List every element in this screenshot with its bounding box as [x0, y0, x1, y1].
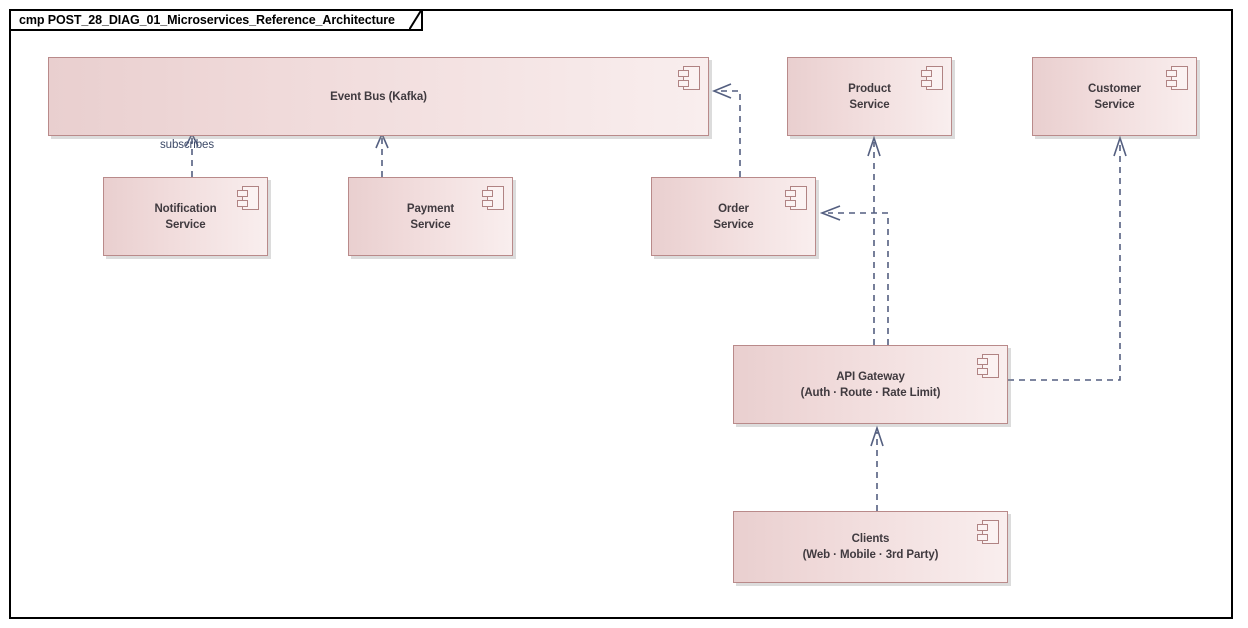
uml-component-icon [785, 186, 807, 210]
diagram-frame [9, 9, 1233, 619]
component-payment-service-label: Payment Service [377, 201, 484, 233]
component-clients-label: Clients (Web · Mobile · 3rd Party) [773, 531, 969, 563]
component-order-service[interactable]: Order Service [651, 177, 816, 256]
component-clients-line2: (Web · Mobile · 3rd Party) [802, 549, 939, 561]
uml-component-icon [1166, 66, 1188, 90]
component-notification-service-label: Notification Service [124, 201, 246, 233]
uml-component-icon [977, 520, 999, 544]
component-clients-line1: Clients [851, 533, 890, 545]
component-product-service[interactable]: Product Service [787, 57, 952, 136]
uml-component-icon [237, 186, 259, 210]
uml-component-icon [482, 186, 504, 210]
component-notification-service[interactable]: Notification Service [103, 177, 268, 256]
component-customer-service[interactable]: Customer Service [1032, 57, 1197, 136]
component-event-bus-line1: Event Bus (Kafka) [330, 90, 427, 103]
uml-component-icon [678, 66, 700, 90]
component-api-gateway-label: API Gateway (Auth · Route · Rate Limit) [771, 369, 971, 401]
uml-component-icon [921, 66, 943, 90]
connector-label-subscribes: subscribes [160, 139, 214, 151]
component-customer-service-label: Customer Service [1058, 81, 1171, 113]
component-order-service-label: Order Service [683, 201, 783, 233]
diagram-frame-title-tab[interactable]: cmp POST_28_DIAG_01_Microservices_Refere… [9, 9, 423, 31]
component-api-gateway-line2: (Auth · Route · Rate Limit) [800, 386, 941, 399]
component-product-service-line2: Service [849, 98, 890, 111]
component-customer-service-line1: Customer [1088, 82, 1141, 95]
component-payment-service-line2: Service [410, 218, 451, 231]
component-api-gateway-line1: API Gateway [836, 370, 905, 383]
component-clients[interactable]: Clients (Web · Mobile · 3rd Party) [733, 511, 1008, 583]
component-customer-service-line2: Service [1094, 98, 1135, 111]
component-notification-service-line1: Notification [154, 202, 217, 215]
component-event-bus-label: Event Bus (Kafka) [300, 89, 457, 105]
component-product-service-label: Product Service [818, 81, 921, 113]
component-notification-service-line2: Service [165, 218, 206, 231]
component-api-gateway[interactable]: API Gateway (Auth · Route · Rate Limit) [733, 345, 1008, 424]
component-order-service-line1: Order [718, 202, 749, 215]
uml-component-icon [977, 354, 999, 378]
diagram-title-text: cmp POST_28_DIAG_01_Microservices_Refere… [19, 13, 395, 27]
component-payment-service[interactable]: Payment Service [348, 177, 513, 256]
component-event-bus[interactable]: Event Bus (Kafka) [48, 57, 709, 136]
component-product-service-line1: Product [848, 82, 891, 95]
component-payment-service-line1: Payment [406, 202, 455, 215]
component-order-service-line2: Service [713, 218, 754, 231]
